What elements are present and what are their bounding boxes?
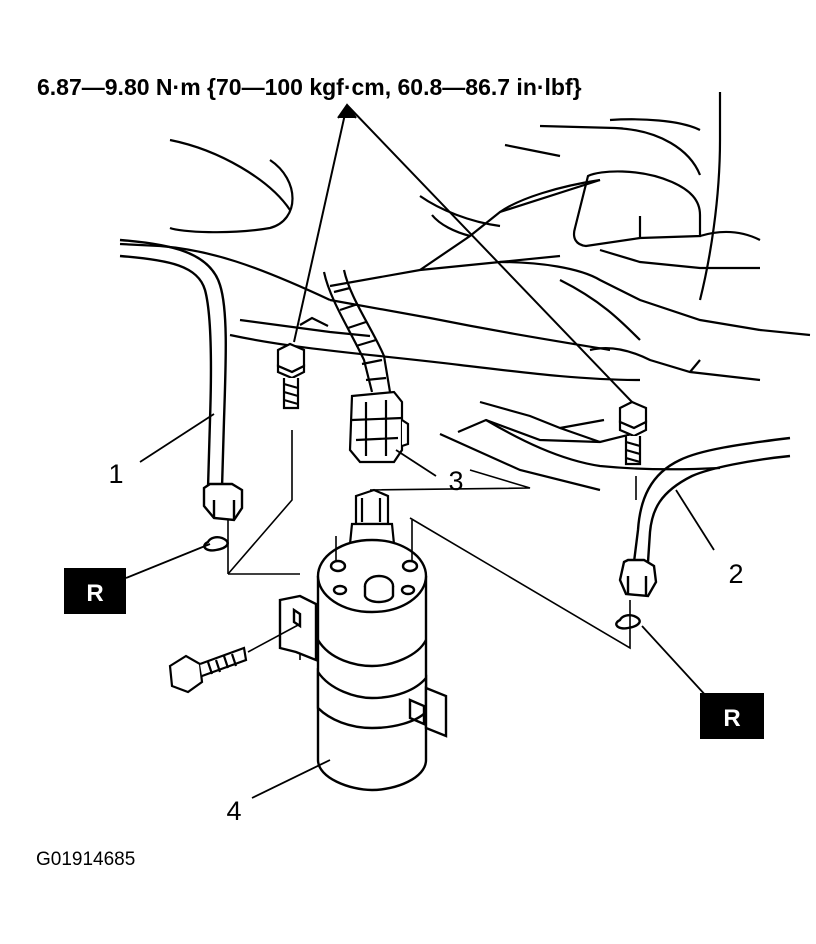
body-structure [119, 92, 811, 492]
callout-2: 2 [728, 559, 743, 589]
replace-mark-right: R [700, 693, 764, 739]
harness-wire [322, 269, 392, 393]
callout-1: 1 [108, 459, 123, 489]
pipe-2 [615, 436, 791, 630]
bolt-left [276, 342, 306, 410]
mounting-bolt [168, 646, 248, 694]
receiver-drier [278, 520, 448, 792]
torque-leader-lines [293, 103, 633, 403]
callout-leaders [125, 413, 715, 799]
replace-mark-left: R [64, 568, 126, 614]
figure-id: G01914685 [36, 849, 136, 870]
electrical-connector [348, 390, 410, 464]
alignment-lines [227, 430, 637, 660]
pipe-1 [119, 238, 244, 552]
bolt-axis-line [247, 623, 301, 653]
replace-mark-right-label: R [723, 705, 740, 732]
replace-mark-left-label: R [86, 580, 103, 607]
callout-4: 4 [226, 796, 241, 826]
torque-spec-label: 6.87—9.80 N·m {70—100 kgf·cm, 60.8—86.7 … [37, 74, 582, 100]
callout-3: 3 [448, 466, 463, 496]
bolt-right [618, 400, 648, 466]
